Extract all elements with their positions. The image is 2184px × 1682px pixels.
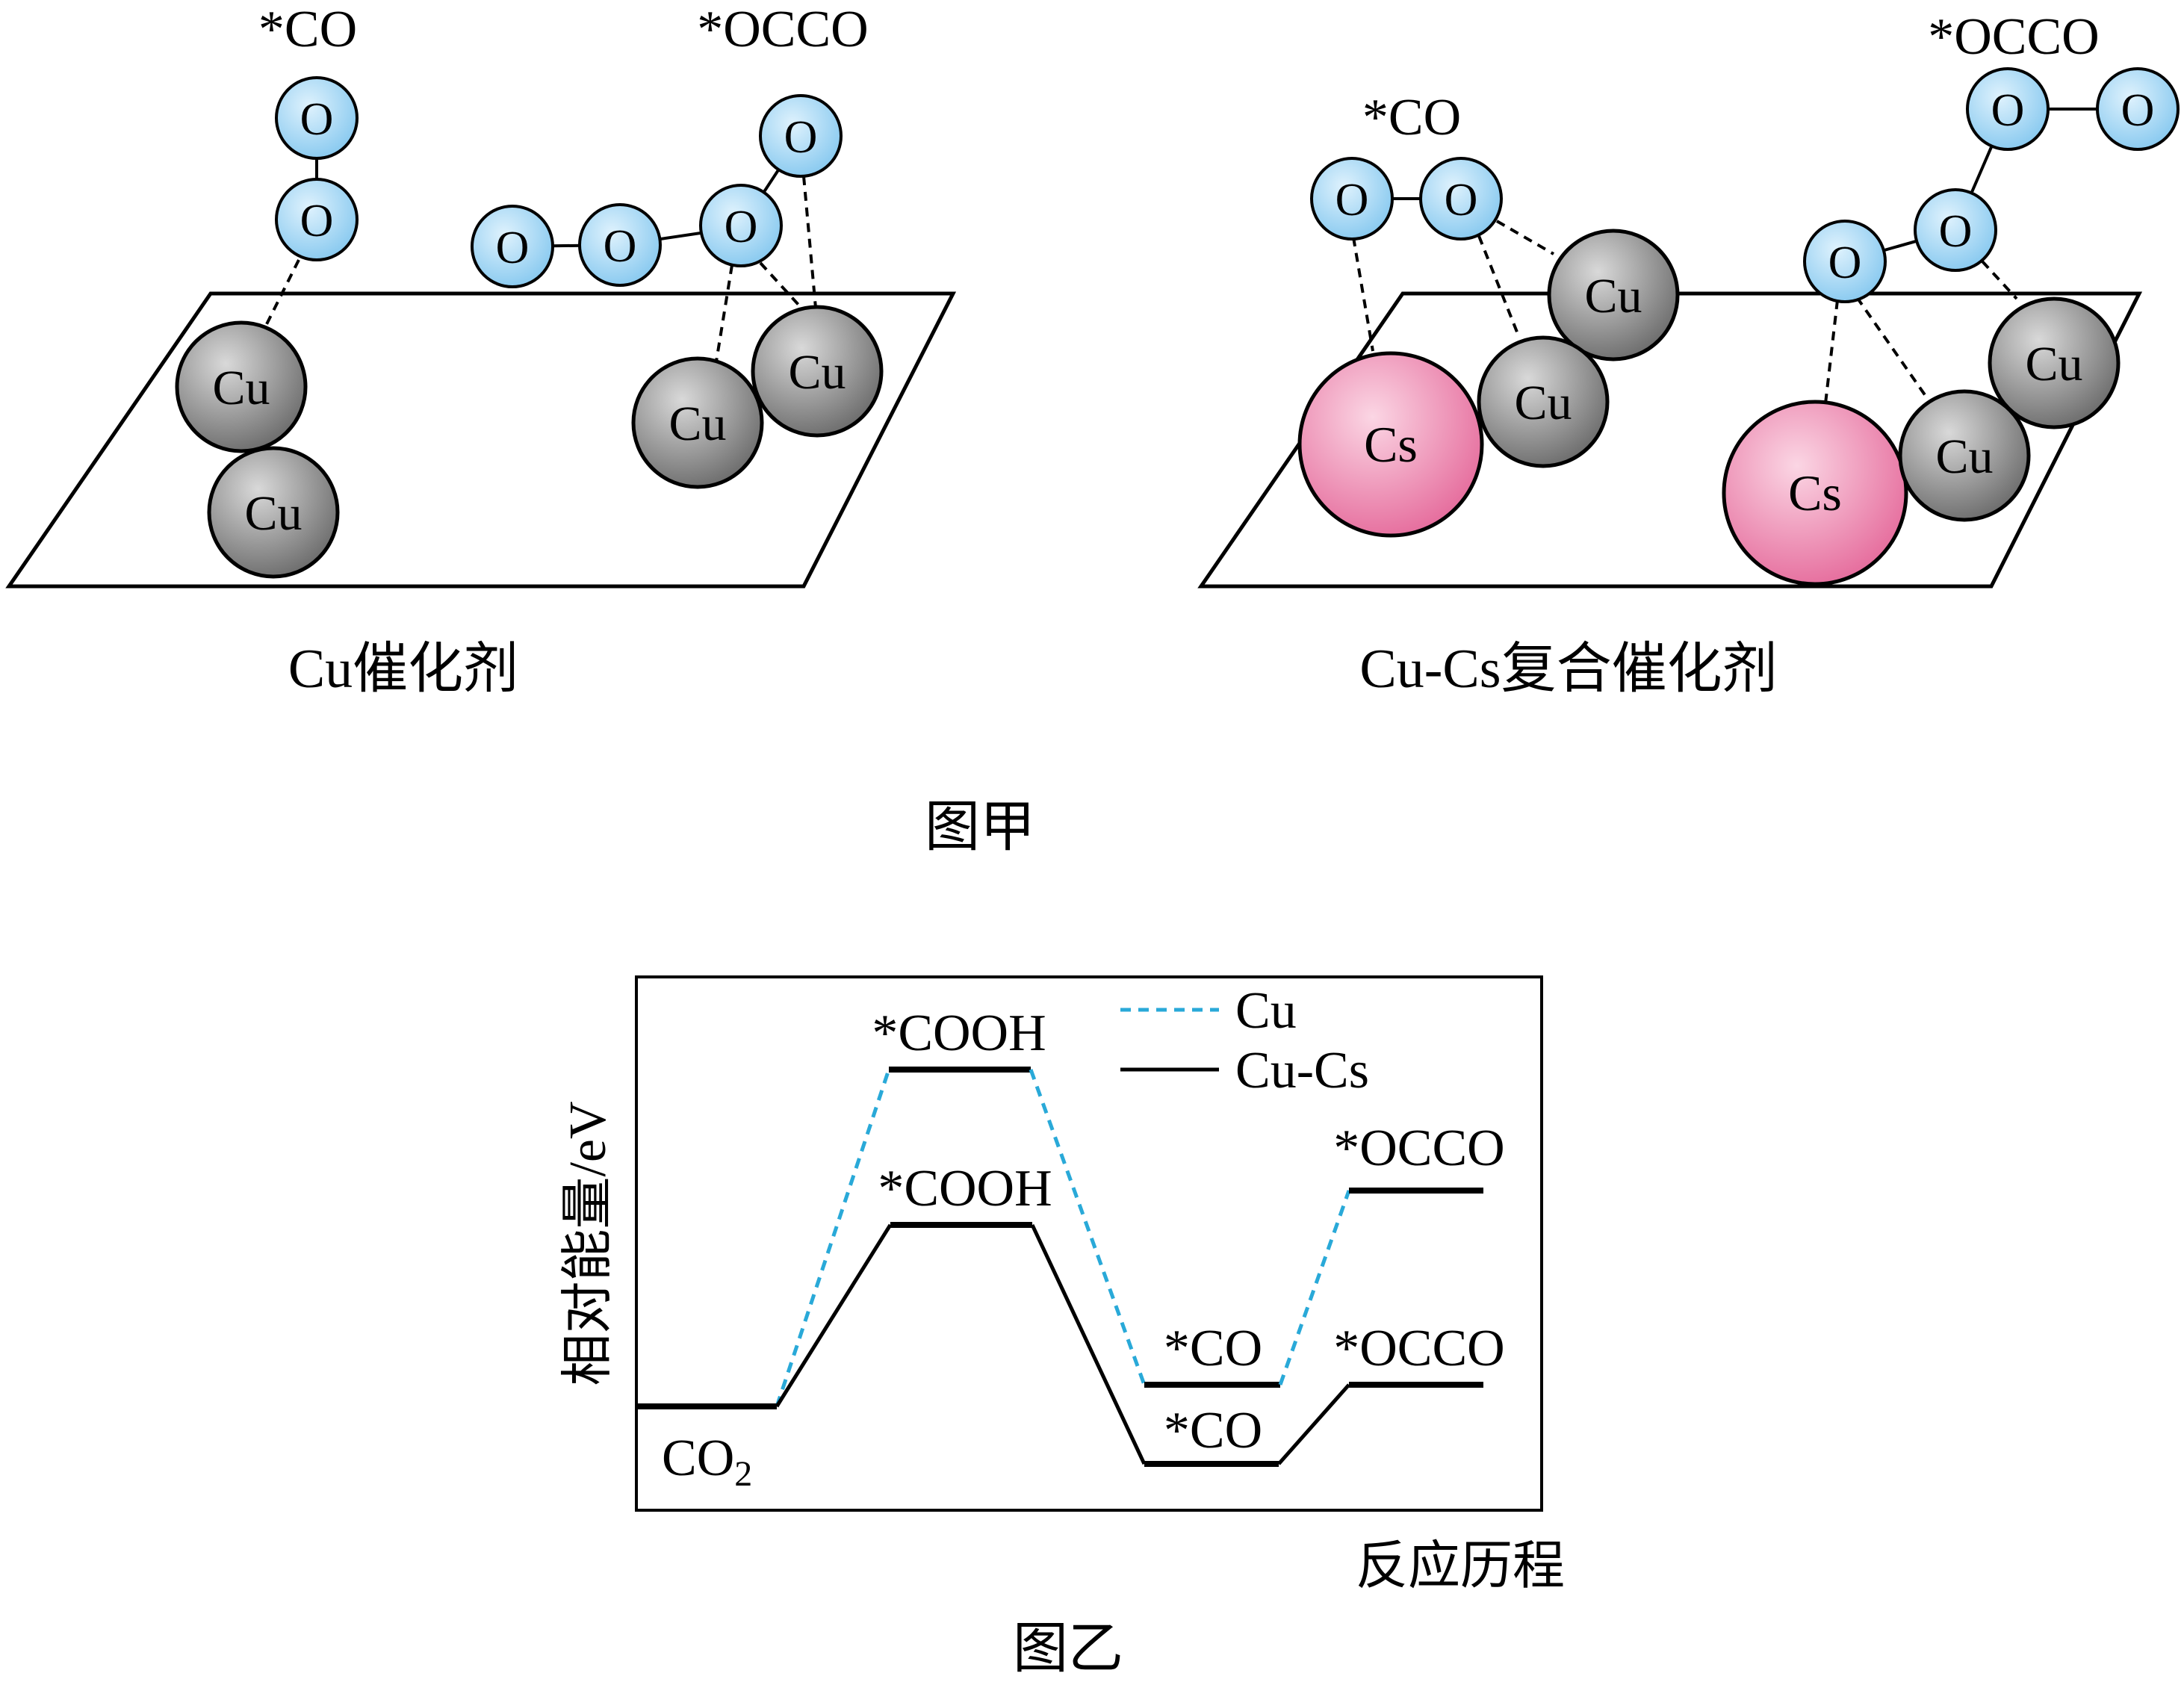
label-start-co2: CO2: [662, 1430, 752, 1494]
oxygen-atom-label: O: [1335, 175, 1369, 226]
oxygen-atom: [2096, 67, 2180, 151]
cesium-atom: [1297, 351, 1484, 538]
label-cooh-cucs: *COOH: [878, 1160, 1052, 1217]
label-occo-cu: *OCCO: [1333, 1120, 1504, 1177]
occo-species-label: *OCCO: [697, 1, 868, 58]
interaction-line: [802, 176, 817, 308]
oxygen-atom: [1914, 188, 1997, 272]
panel-caption-cucs: Cu-Cs复合催化剂: [1359, 639, 1777, 700]
copper-atom: [1547, 229, 1680, 361]
oxygen-atom: [275, 178, 359, 261]
surface-plane-cu: [5, 291, 957, 589]
energy-profile-chart: 相对能量/eV 反应历程 Cu Cu-Cs: [559, 975, 1565, 1595]
label-cooh-cu: *COOH: [872, 1005, 1046, 1062]
copper-atom: [207, 446, 340, 579]
oxygen-atom: [699, 184, 783, 267]
connector-cu: [775, 1069, 891, 1407]
oxygen-atom: [275, 76, 359, 160]
copper-atom: [175, 320, 308, 453]
label-occo-cucs: *OCCO: [1333, 1320, 1504, 1377]
oxygen-atom-label: O: [1991, 85, 2025, 136]
interaction-line: [1981, 260, 2018, 300]
interaction-line: [1495, 220, 1555, 255]
interaction-line: [1352, 237, 1374, 352]
oxygen-atom: [578, 203, 662, 287]
legend: Cu Cu-Cs: [1120, 982, 1369, 1099]
oxygen-atom-label: O: [1939, 206, 1973, 257]
oxygen-atom: [1310, 157, 1394, 240]
label-start-subscript: 2: [734, 1454, 752, 1494]
legend-label-cucs: Cu-Cs: [1235, 1042, 1369, 1099]
label-start-main: CO: [662, 1430, 734, 1487]
oxygen-atom: [759, 94, 843, 178]
copper-atom-label: Cu: [668, 397, 726, 451]
connector-cucs: [1030, 1223, 1147, 1465]
panel-cucs-catalyst: Cs Cs Cu Cu Cu Cu O O O O O O *CO *OCCO …: [1197, 8, 2180, 700]
series-cu: [775, 1067, 1483, 1407]
oxygen-atom: [1419, 157, 1503, 240]
cesium-atom: [1722, 400, 1908, 586]
interaction-line: [1824, 300, 1839, 404]
legend-label-cu: Cu: [1235, 982, 1297, 1040]
chart-frame: [635, 975, 1543, 1512]
copper-atom-label: Cu: [244, 486, 302, 541]
copper-atom-label: Cu: [212, 361, 270, 415]
oxygen-atom-label: O: [604, 221, 637, 272]
oxygen-atom-label: O: [2121, 85, 2155, 136]
copper-atom: [751, 305, 884, 438]
copper-atom-label: Cu: [2025, 337, 2082, 391]
co-species-label: *CO: [258, 1, 357, 58]
oxygen-atom-label: O: [1445, 175, 1478, 226]
surface-plane-cucs: [1197, 291, 2143, 589]
oxygen-atom: [1803, 220, 1887, 303]
oxygen-atom-label: O: [784, 112, 818, 163]
occo-species-label: *OCCO: [1928, 8, 2099, 66]
copper-atom: [1477, 335, 1610, 468]
interaction-line: [714, 264, 733, 367]
copper-atom-label: Cu: [788, 345, 846, 400]
y-axis-label: 相对能量/eV: [559, 1101, 617, 1385]
panel-caption-cu: Cu催化剂: [288, 639, 518, 700]
oxygen-atom: [471, 205, 554, 288]
series-cucs: [636, 1222, 1483, 1467]
connector-cucs: [775, 1223, 893, 1408]
oxygen-atom: [1966, 67, 2050, 151]
panel-cu-catalyst: Cu Cu Cu Cu O O O O O O *CO *OCCO Cu催化剂: [5, 1, 957, 700]
oxygen-atom-label: O: [300, 196, 334, 246]
oxygen-atom-label: O: [725, 202, 758, 252]
cesium-atom-label: Cs: [1364, 416, 1418, 473]
figure-b-caption: 图乙: [1013, 1619, 1123, 1680]
cesium-atom-label: Cs: [1788, 465, 1842, 521]
oxygen-atom-label: O: [300, 94, 334, 145]
x-axis-label: 反应历程: [1356, 1538, 1565, 1595]
oxygen-atom-label: O: [1828, 238, 1862, 288]
figure-a-caption: 图甲: [925, 797, 1035, 858]
copper-atom: [1898, 389, 2031, 522]
label-co-cucs: *CO: [1164, 1402, 1262, 1459]
interaction-line: [1477, 235, 1521, 338]
interaction-line: [260, 259, 300, 335]
connector-cucs: [1277, 1383, 1350, 1465]
copper-atom: [631, 356, 764, 489]
connector-cu: [1029, 1069, 1147, 1385]
label-co-cu: *CO: [1164, 1320, 1262, 1377]
copper-atom: [1988, 297, 2121, 429]
interaction-line: [759, 261, 808, 315]
copper-atom-label: Cu: [1935, 429, 1993, 484]
copper-atom-label: Cu: [1514, 376, 1572, 430]
interaction-line: [1855, 296, 1927, 397]
oxygen-atom-label: O: [496, 223, 530, 273]
connector-cu: [1278, 1190, 1351, 1385]
copper-atom-label: Cu: [1584, 269, 1642, 323]
co-species-label: *CO: [1362, 89, 1461, 146]
